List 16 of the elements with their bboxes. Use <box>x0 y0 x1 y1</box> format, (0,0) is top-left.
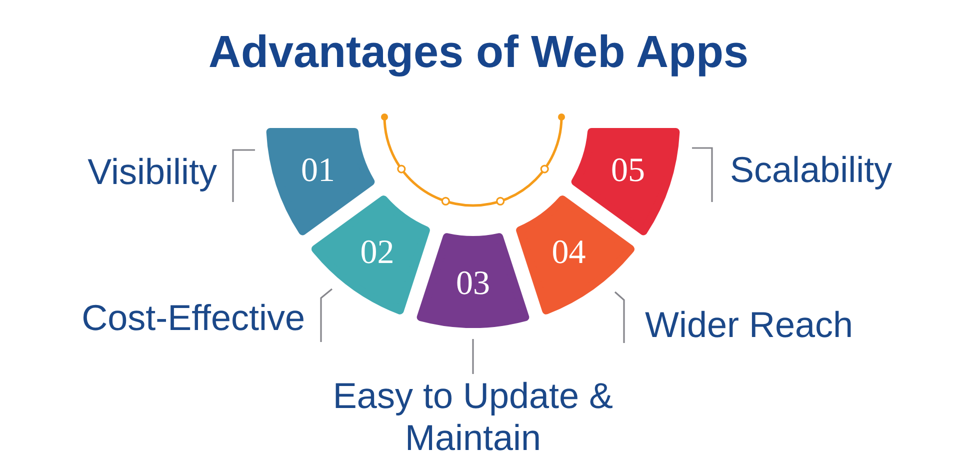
advantage-label: Wider Reach <box>645 304 854 346</box>
ring-segment <box>311 195 430 315</box>
step-number: 04 <box>552 236 586 270</box>
ring-segment <box>571 128 680 236</box>
advantage-label: Visibility <box>88 151 217 193</box>
ring-segment <box>266 128 375 236</box>
step-number: 03 <box>456 267 490 301</box>
ring-segment <box>416 233 530 328</box>
advantage-label: Cost-Effective <box>82 297 305 339</box>
ring-segment <box>516 195 635 315</box>
step-number: 02 <box>360 236 394 270</box>
advantage-label: Easy to Update & Maintain <box>332 375 614 459</box>
step-number: 05 <box>611 154 646 188</box>
diagram-title: Advantages of Web Apps <box>208 26 749 78</box>
advantage-label: Scalability <box>730 149 892 191</box>
step-number: 01 <box>300 154 335 188</box>
